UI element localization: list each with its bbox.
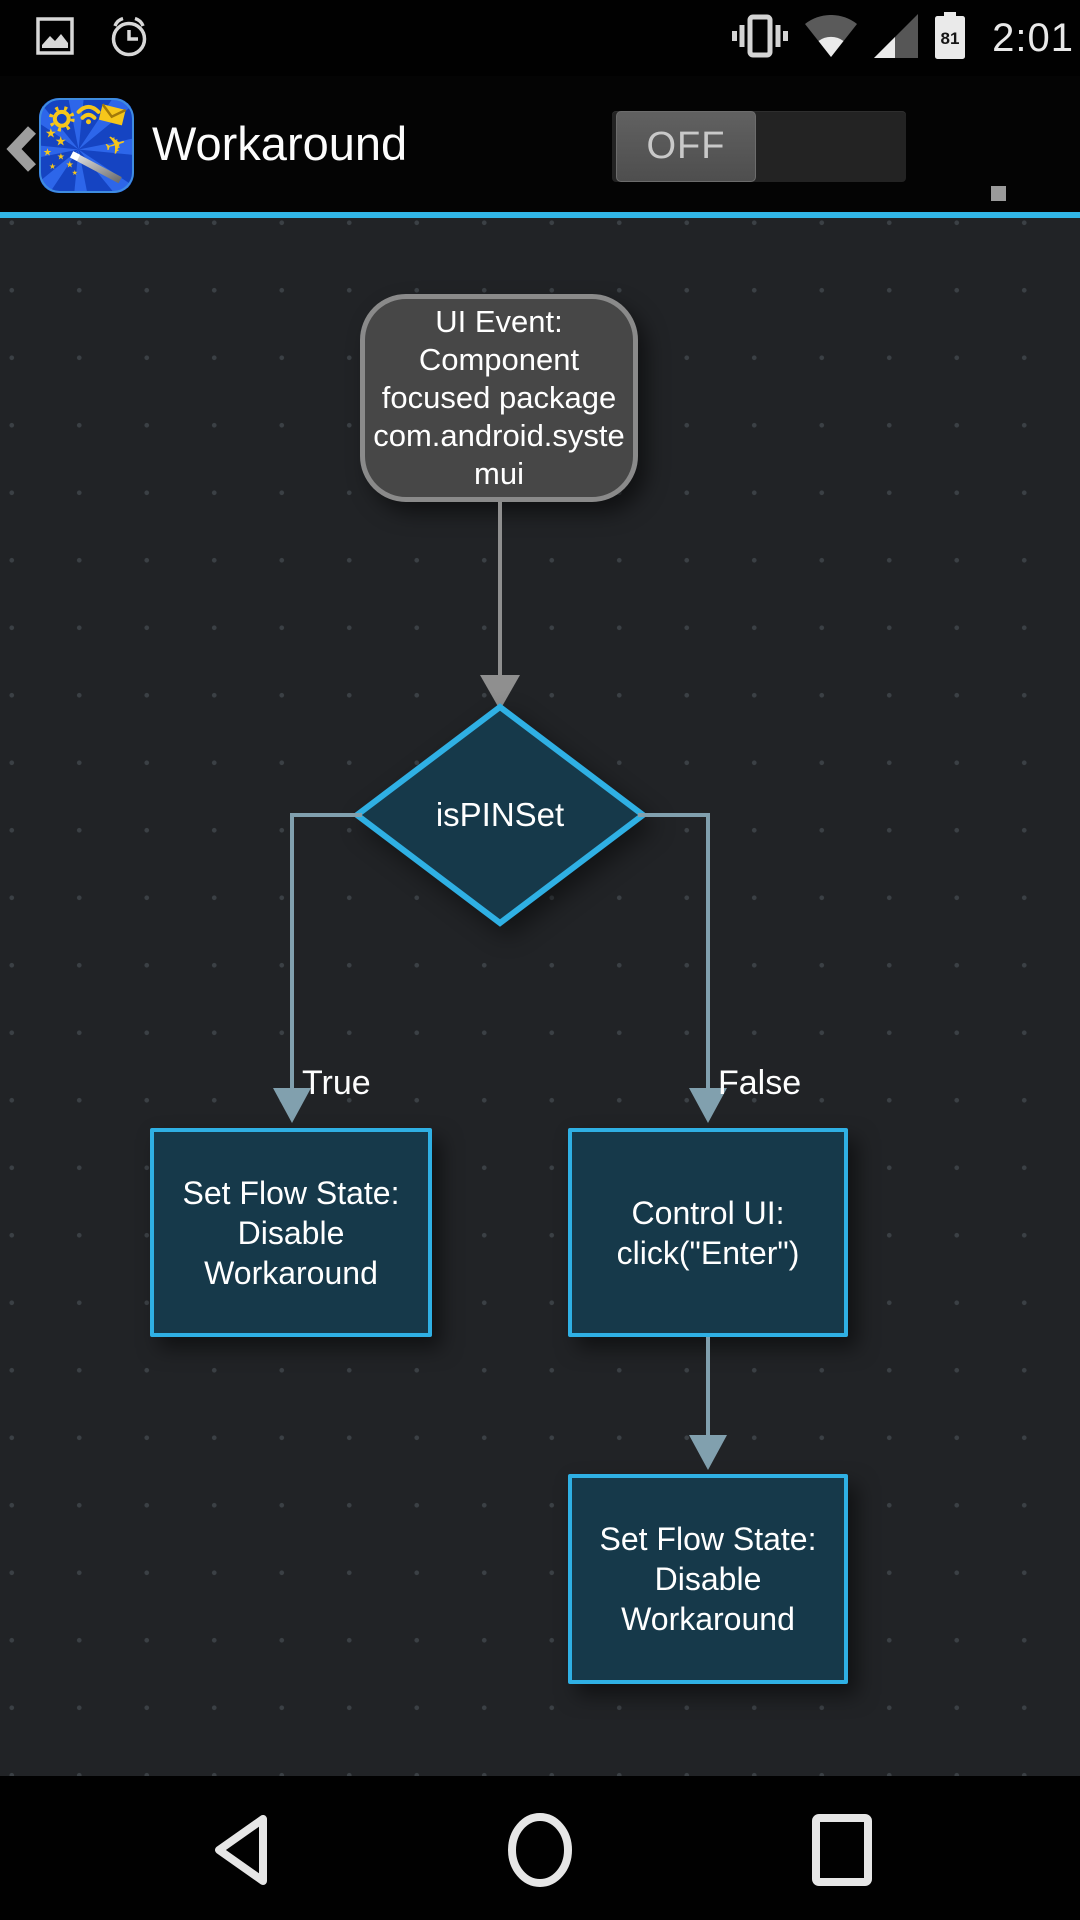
back-triangle-icon[interactable]	[204, 1812, 276, 1888]
alarm-icon	[106, 14, 152, 63]
edge-event-to-decision	[498, 502, 502, 678]
vibrate-icon	[732, 14, 789, 63]
edge-true-vertical	[290, 813, 294, 1090]
home-circle-icon[interactable]	[504, 1812, 576, 1888]
recents-square-icon[interactable]	[806, 1812, 878, 1888]
status-bar: 81 2:01	[0, 0, 1080, 76]
svg-text:★: ★	[66, 159, 74, 169]
arrowhead-icon	[273, 1088, 311, 1123]
wifi-icon	[805, 14, 858, 62]
battery-percent-text: 81	[941, 29, 960, 48]
svg-text:★: ★	[72, 169, 78, 177]
gallery-notification-icon	[36, 16, 74, 60]
toggle-thumb[interactable]: OFF	[616, 111, 756, 182]
edge-label-true: True	[302, 1064, 371, 1102]
node-set-flow-state-true[interactable]: Set Flow State: Disable Workaround	[150, 1128, 432, 1337]
flow-enabled-toggle[interactable]: OFF	[612, 111, 906, 182]
arrowhead-icon	[689, 1435, 727, 1470]
svg-text:★: ★	[43, 147, 52, 158]
edge-false-vertical	[706, 813, 710, 1090]
signal-icon	[874, 13, 919, 63]
flowchart-canvas[interactable]: UI Event: Component focused package com.…	[0, 218, 1080, 1776]
node-set-flow-state-end[interactable]: Set Flow State: Disable Workaround	[568, 1474, 848, 1684]
app-logo-wand[interactable]: ✈ ★★ ★★ ★★ ★	[38, 98, 135, 193]
navigation-bar	[0, 1776, 1080, 1920]
back-chevron-icon[interactable]	[6, 126, 40, 172]
page-title: Workaround	[152, 117, 408, 170]
svg-text:★: ★	[49, 162, 56, 171]
edge-true-horizontal	[290, 813, 362, 817]
svg-text:★: ★	[45, 126, 57, 141]
decision-label: isPINSet	[435, 796, 565, 833]
node-control-ui[interactable]: Control UI: click("Enter")	[568, 1128, 848, 1337]
edge-false-horizontal	[638, 813, 710, 817]
battery-icon: 81	[935, 12, 966, 64]
node-decision-ispinset[interactable]: isPINSet	[352, 702, 648, 928]
app-bar: ✈ ★★ ★★ ★★ ★ Workaround OFF	[0, 76, 1080, 258]
svg-text:★: ★	[55, 134, 67, 149]
edge-label-false: False	[718, 1064, 802, 1102]
status-clock: 2:01	[992, 15, 1074, 60]
node-ui-event[interactable]: UI Event: Component focused package com.…	[360, 294, 638, 502]
arrowhead-icon	[689, 1088, 727, 1123]
accent-divider	[0, 212, 1080, 218]
edge-controlui-to-end	[706, 1337, 710, 1437]
svg-text:★: ★	[57, 151, 65, 161]
